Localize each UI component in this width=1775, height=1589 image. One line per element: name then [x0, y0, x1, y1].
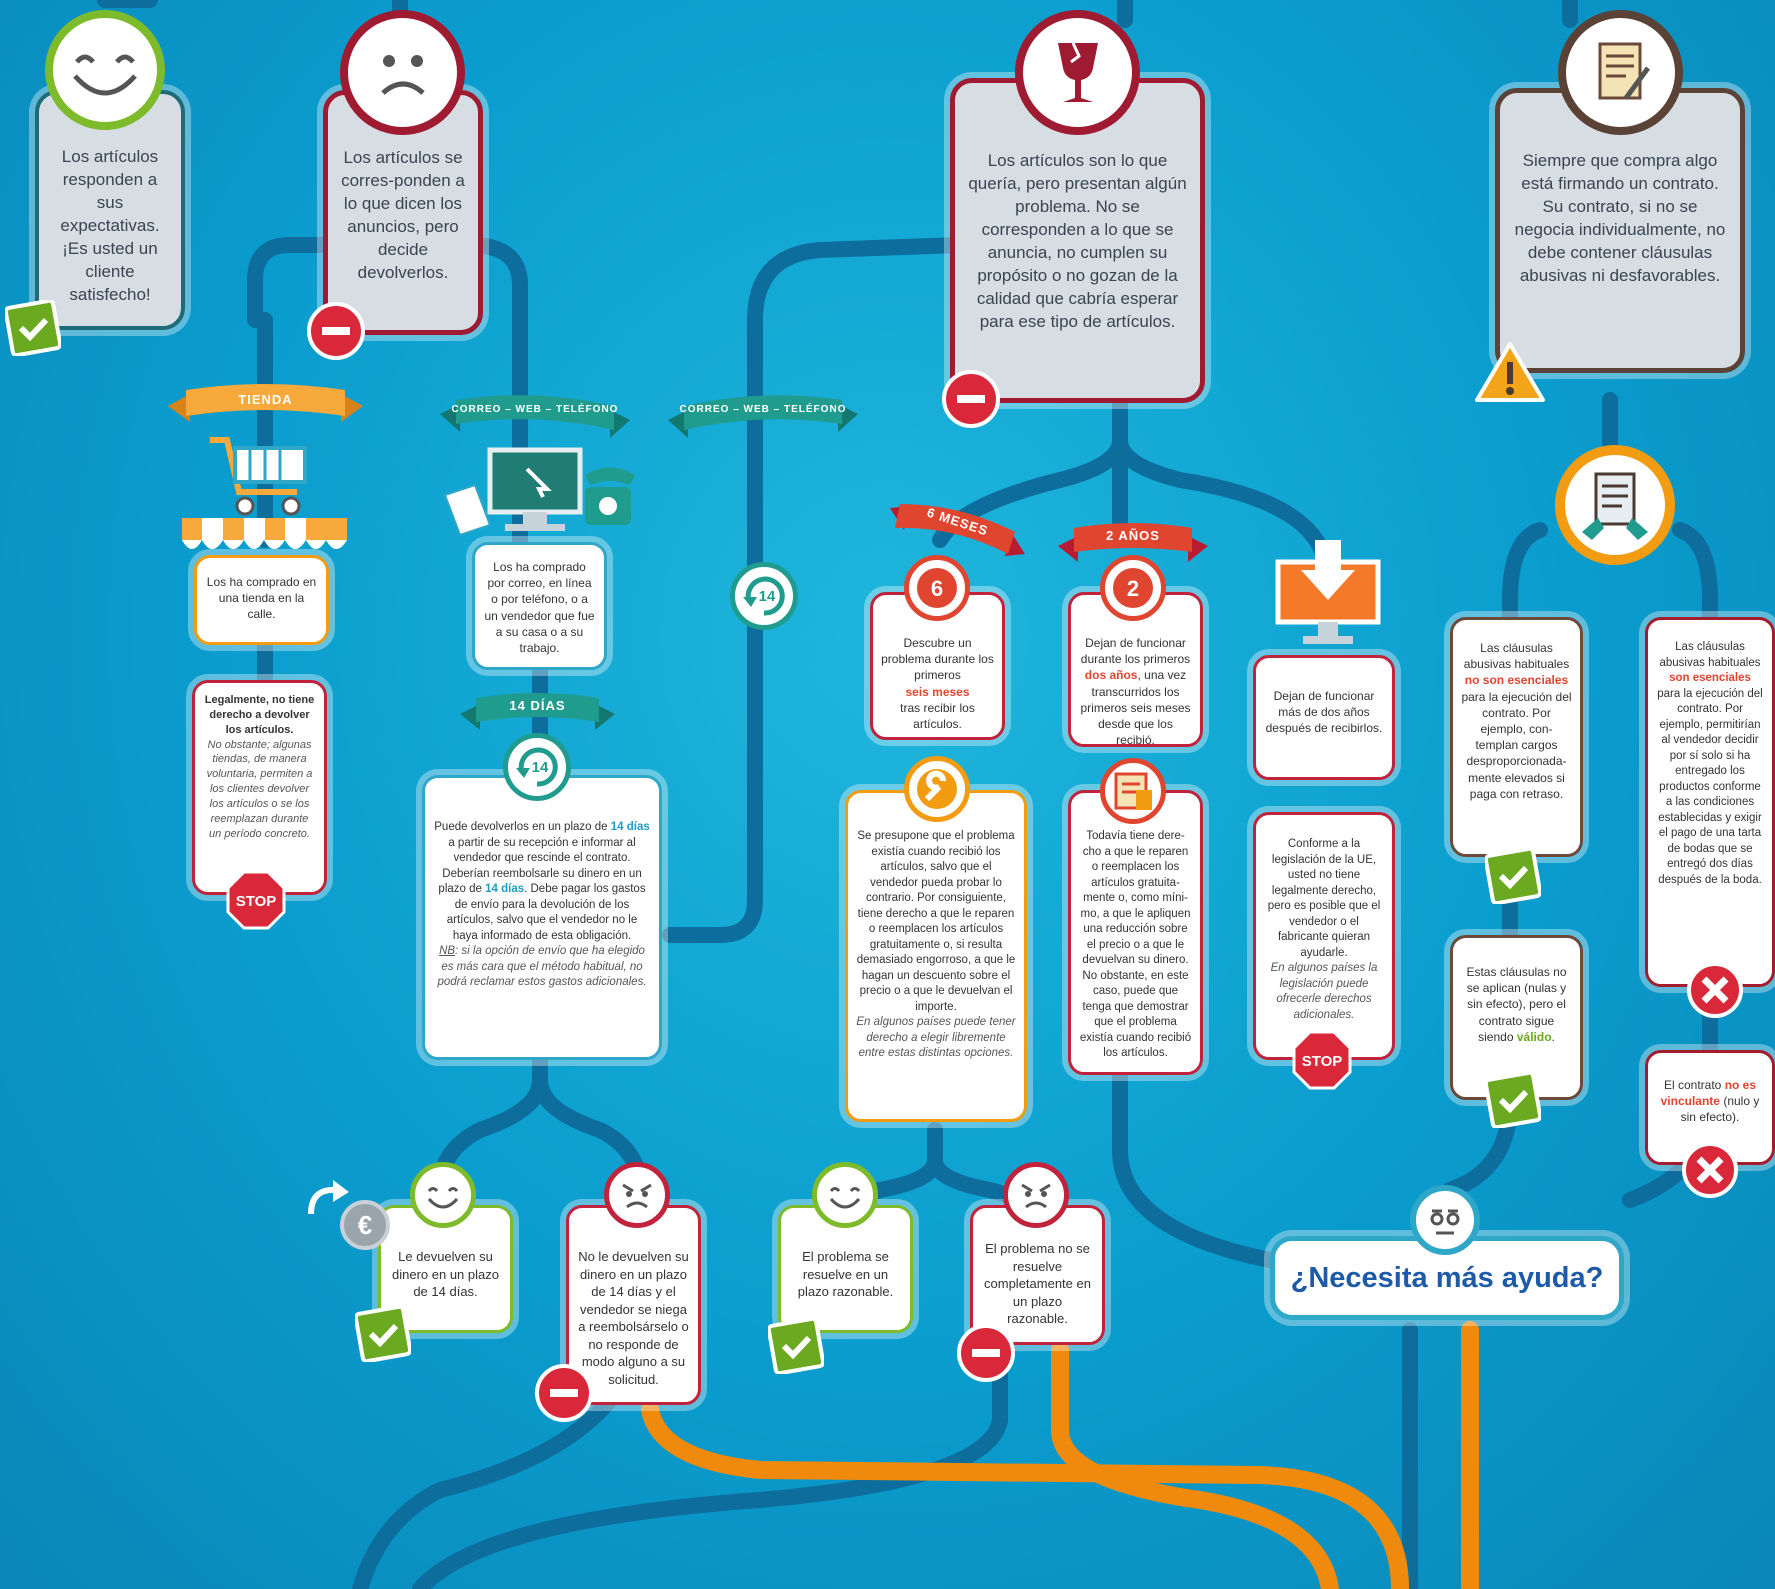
minus-icon — [940, 368, 1002, 435]
problem-text: Los artículos son lo que quería, pero pr… — [968, 151, 1187, 331]
repair-form-icon — [1100, 758, 1166, 824]
svg-text:14: 14 — [532, 759, 549, 776]
shop-box: Los ha comprado en una tienda en la call… — [194, 555, 329, 645]
euro-coin-icon: € — [340, 1200, 390, 1250]
ribbon-tienda: TIENDA — [168, 384, 363, 428]
cross-icon — [1685, 960, 1745, 1025]
minus-icon — [955, 1322, 1017, 1389]
refresh-arrow-icon — [305, 1180, 351, 1225]
return-text: Los artículos se corres-ponden a lo que … — [341, 148, 465, 282]
clock-2-icon: 2 — [1100, 555, 1166, 621]
download-screen-icon — [1273, 540, 1383, 655]
calendar-14-icon: 14 — [503, 733, 571, 801]
minus-icon — [305, 300, 367, 367]
stop-icon: STOP — [226, 870, 286, 935]
ribbon-correo-2: CORREO – WEB – TELÉFONO — [668, 390, 858, 440]
presumption-box: Se presupone que el problema existía cua… — [845, 790, 1027, 1122]
stop-label: STOP — [236, 893, 277, 910]
satisfied-text: Los artículos responden a sus expectativ… — [60, 147, 160, 304]
essential-clauses-box: Las cláusulas abusivas habituales son es… — [1645, 617, 1775, 987]
ribbon-14-dias: 14 DÍAS — [460, 688, 615, 732]
cross-icon — [1680, 1140, 1740, 1205]
satisfied-box: Los artículos responden a sus expectativ… — [35, 90, 185, 330]
thinking-face-icon — [1410, 1185, 1480, 1255]
warning-icon — [1473, 340, 1547, 409]
contract-document-icon — [1558, 10, 1683, 135]
more-than-two-years-box: Dejan de funcionar más de dos años despu… — [1253, 655, 1395, 780]
minus-icon — [533, 1362, 595, 1429]
stop-icon: STOP — [1292, 1030, 1352, 1095]
shop-awning-icon — [182, 518, 347, 563]
angry-face-icon — [1003, 1162, 1069, 1228]
signing-contract-icon — [1555, 445, 1675, 565]
clauses-void-box: Estas cláusulas no se aplican (nulas y s… — [1450, 935, 1583, 1100]
two-years-box: Dejan de funcionar durante los primeros … — [1068, 592, 1203, 747]
svg-text:14: 14 — [759, 588, 776, 605]
ribbon-2-anos: 2 AÑOS — [1058, 520, 1208, 564]
broken-glass-icon — [1015, 10, 1140, 135]
check-icon — [3, 298, 63, 361]
ribbon-correo-1: CORREO – WEB – TELÉFONO — [440, 390, 630, 440]
eu-law-box: Conforme a la legislación de la UE, uste… — [1253, 812, 1395, 1060]
calendar-14-icon: 14 — [730, 562, 798, 630]
contract-text: Siempre que compra algo está firmando un… — [1514, 151, 1726, 285]
remote-purchase-box: Los ha comprado por correo, en línea o p… — [472, 542, 607, 670]
svg-text:STOP: STOP — [1302, 1053, 1343, 1070]
check-icon — [1483, 846, 1543, 909]
no-refund-box: No le devuelven su dinero en un plazo de… — [566, 1205, 701, 1405]
svg-text:2: 2 — [1127, 576, 1139, 601]
wrench-icon — [904, 756, 970, 822]
sad-face-icon — [340, 10, 465, 135]
14-days-box: Puede devolverlos en un plazo de 14 días… — [422, 775, 662, 1060]
happy-face-icon — [812, 1162, 878, 1228]
contract-box: Siempre que compra algo está firmando un… — [1495, 88, 1745, 373]
angry-face-icon — [604, 1162, 670, 1228]
not-resolved-box: El problema no se resuelve completamente… — [970, 1205, 1105, 1345]
shop-legal-box: Legalmente, no tiene derecho a devolver … — [192, 680, 327, 895]
shopping-cart-icon — [205, 430, 315, 525]
still-entitled-box: Todavía tiene dere-cho a que le reparen … — [1068, 790, 1203, 1075]
clock-6-icon: 6 — [904, 555, 970, 621]
svg-text:6: 6 — [931, 576, 943, 601]
check-icon — [766, 1316, 826, 1379]
happy-face-icon — [45, 10, 165, 130]
happy-face-icon — [410, 1162, 476, 1228]
ribbon-6-meses: 6 MESES — [890, 500, 1025, 560]
computer-phone-mail-icon — [435, 445, 640, 545]
check-icon — [353, 1304, 413, 1367]
check-icon — [1483, 1070, 1543, 1133]
non-essential-clauses-box: Las cláusulas abusivas habituales no son… — [1450, 617, 1583, 857]
